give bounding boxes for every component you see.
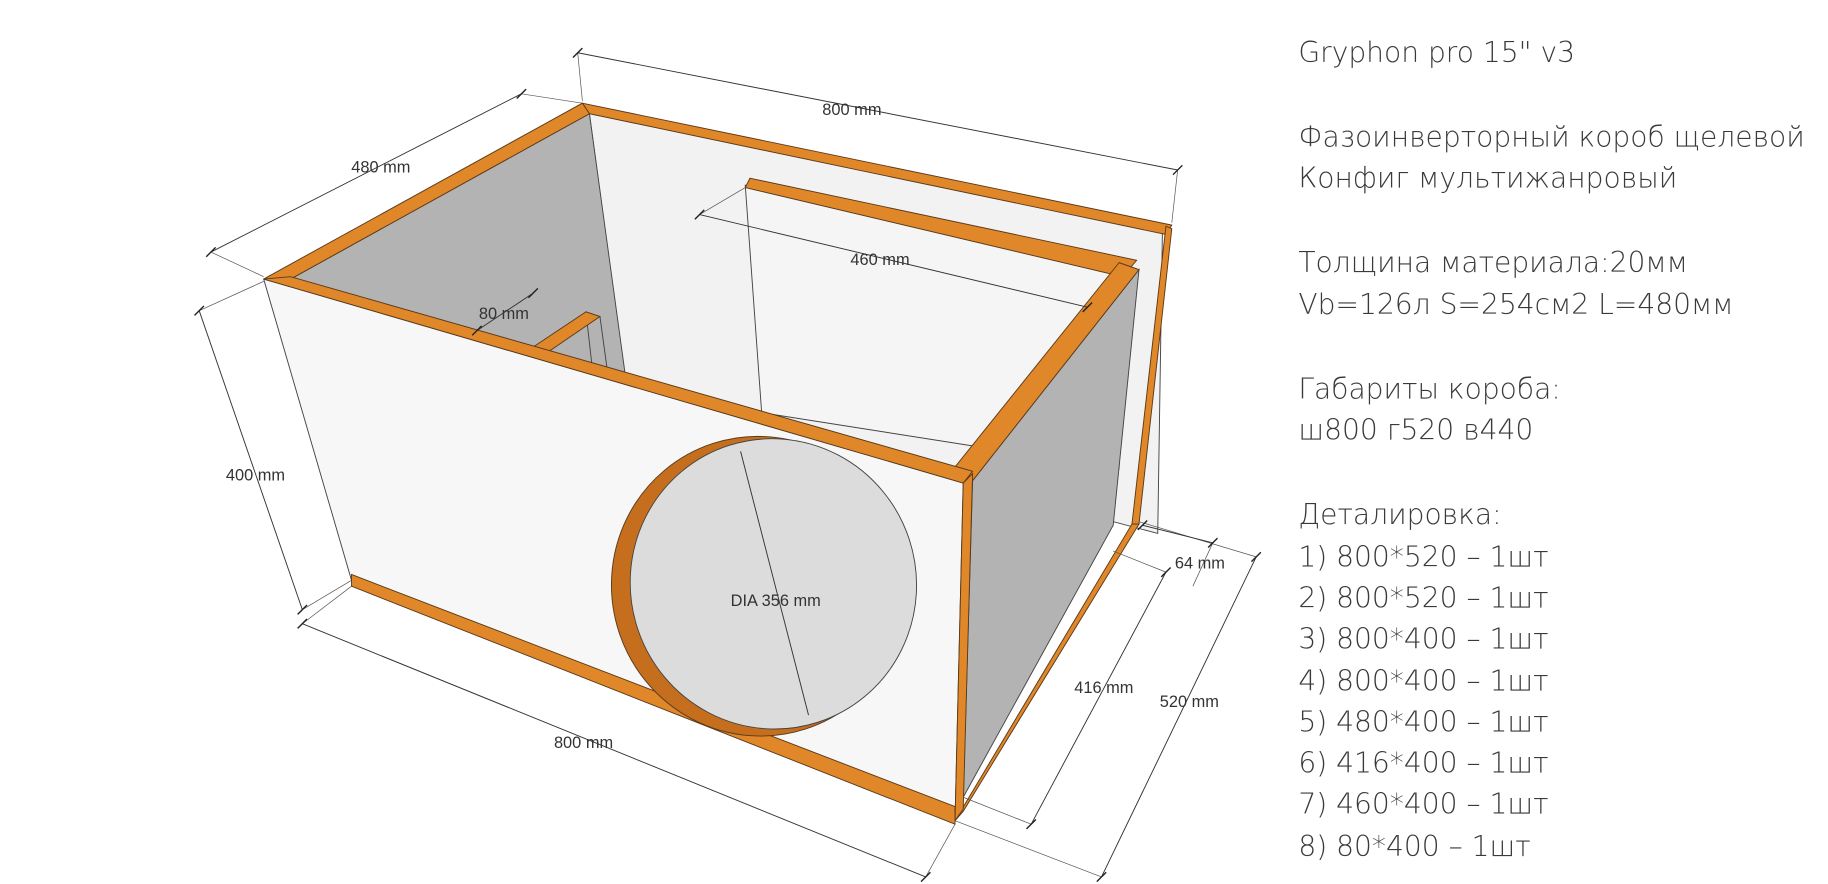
dim-label-depth: 480 mm (351, 158, 410, 176)
part-item: 1) 800*520 – 1шт (1298, 540, 1548, 573)
parts-heading: Деталировка: (1298, 498, 1501, 531)
part-item: 5) 480*400 – 1шт (1298, 706, 1548, 739)
dim-label-bottom-width: 800 mm (554, 734, 613, 752)
box-model (262, 102, 1173, 825)
dim-label-height: 400 mm (226, 467, 285, 485)
dimensions-value: ш800 г520 в440 (1298, 414, 1533, 447)
front-panel-right-edge (954, 472, 974, 823)
dimension-labels: 800 mm 480 mm 460 mm 80 mm 400 mm 800 mm… (226, 101, 1225, 752)
right-wall-bottom-edge (954, 523, 1140, 821)
dim-label-total-depth: 520 mm (1160, 693, 1219, 711)
dim-label-hole: DIA 356 mm (731, 592, 821, 610)
part-item: 6) 416*400 – 1шт (1298, 747, 1548, 780)
speaker-hole (610, 435, 918, 737)
part-item: 7) 460*400 – 1шт (1298, 788, 1548, 821)
description-line: Конфиг мультижанровый (1298, 162, 1677, 195)
part-item: 3) 800*400 – 1шт (1298, 622, 1548, 655)
dim-label-inner-depth: 416 mm (1074, 679, 1133, 697)
dim-label-top-width: 800 mm (822, 101, 881, 119)
dim-label-port-offset: 64 mm (1175, 555, 1225, 573)
dimension-lines (194, 47, 1262, 883)
dim-label-slot-panel: 460 mm (850, 251, 909, 269)
title: Gryphon pro 15" v3 (1298, 36, 1575, 69)
description-line: Фазоинверторный короб щелевой (1298, 121, 1804, 154)
dim-label-slot-width: 80 mm (479, 305, 529, 323)
part-item: 2) 800*520 – 1шт (1298, 581, 1548, 614)
spec-notes: Gryphon pro 15" v3 Фазоинверторный короб… (1298, 36, 1804, 863)
spec-line: Толщина материала:20мм (1298, 246, 1687, 279)
spec-line: Vb=126л S=254см2 L=480мм (1298, 288, 1733, 321)
part-item: 8) 80*400 – 1шт (1298, 830, 1530, 863)
part-item: 4) 800*400 – 1шт (1298, 665, 1548, 698)
dimensions-heading: Габариты короба: (1298, 373, 1560, 406)
front-panel-top-edge (263, 276, 974, 484)
